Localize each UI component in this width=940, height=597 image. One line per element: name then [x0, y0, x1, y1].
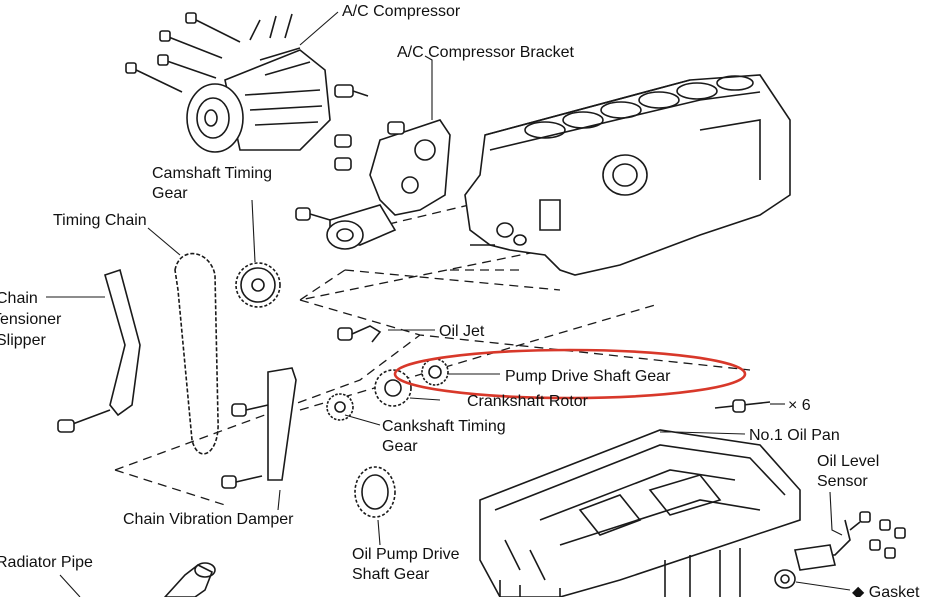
highlight-ellipse	[393, 348, 747, 400]
label-gasket: ◆ Gasket	[852, 584, 920, 597]
oil-level-sensor	[794, 511, 906, 571]
label-ac-compressor-bracket: A/C Compressor Bracket	[397, 44, 574, 61]
label-oil-pump-drive-shaft-gear-line2: Shaft Gear	[352, 566, 430, 583]
label-oil-pump-drive-shaft-gear-line1: Oil Pump Drive	[352, 546, 460, 563]
label-oil-pan: No.1 Oil Pan	[749, 427, 840, 444]
label-camshaft-timing-gear-line2: Gear	[152, 185, 188, 202]
crankshaft-timing-gear	[326, 393, 354, 421]
label-tensioner-line3: Slipper	[0, 332, 46, 349]
label-tensioner-line1: Chain	[0, 290, 38, 307]
oil-pump-drive-shaft-gear	[354, 466, 396, 518]
label-crankshaft-timing-gear-line2: Gear	[382, 438, 418, 455]
timing-chain	[174, 252, 219, 455]
leader-lines	[46, 11, 851, 597]
camshaft-timing-gear	[235, 262, 281, 308]
crankshaft-rotor	[374, 369, 412, 407]
label-timing-chain: Timing Chain	[53, 212, 147, 229]
oil-pan	[479, 429, 801, 597]
oil-pan-bolt	[714, 399, 771, 413]
label-oil-jet: Oil Jet	[439, 323, 485, 340]
label-chain-vibration-damper: Chain Vibration Damper	[123, 511, 294, 528]
oil-jet	[337, 325, 382, 343]
label-crankshaft-rotor: Crankshaft Rotor	[467, 393, 589, 410]
label-radiator-pipe: Radiator Pipe	[0, 554, 93, 571]
chain-tensioner-slipper	[57, 268, 141, 433]
label-tensioner-line2: Tensioner	[0, 311, 62, 328]
label-camshaft-timing-gear-line1: Camshaft Timing	[152, 165, 272, 182]
label-oil-level-sensor-line2: Sensor	[817, 473, 868, 490]
radiator-pipe	[163, 562, 216, 597]
cylinder-block	[464, 74, 791, 276]
ac-compressor-bracket	[295, 84, 451, 250]
assembly-guide-lines	[114, 199, 751, 506]
label-pump-drive-shaft-gear: Pump Drive Shaft Gear	[505, 368, 671, 385]
label-crankshaft-timing-gear-line1: Cankshaft Timing	[382, 418, 506, 435]
part-labels: A/C Compressor A/C Compressor Bracket Ca…	[0, 3, 920, 597]
ac-compressor	[125, 12, 331, 153]
chain-vibration-damper	[221, 367, 297, 489]
pump-drive-shaft-gear	[421, 358, 449, 386]
label-ac-compressor: A/C Compressor	[342, 3, 461, 20]
label-bolt-count: × 6	[788, 397, 811, 414]
gasket	[774, 569, 796, 589]
label-oil-level-sensor-line1: Oil Level	[817, 453, 879, 470]
